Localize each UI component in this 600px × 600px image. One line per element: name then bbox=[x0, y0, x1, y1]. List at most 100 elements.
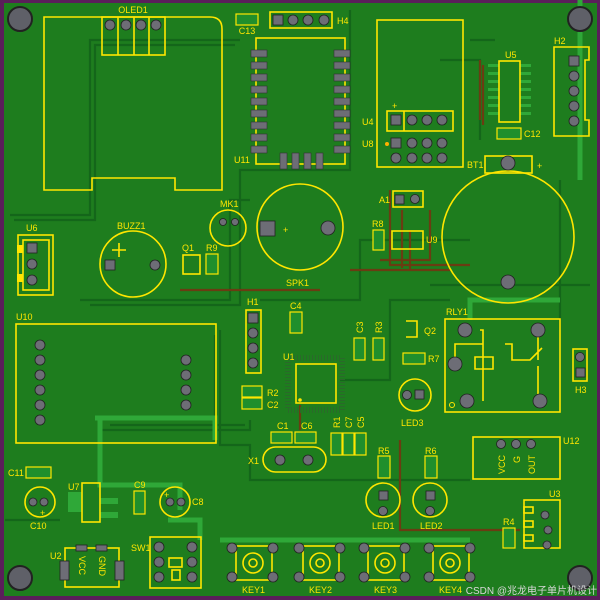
component-r2[interactable]: R2 bbox=[241, 385, 279, 398]
component-r8[interactable]: R8 bbox=[372, 219, 385, 251]
component-q2[interactable]: Q2 bbox=[406, 320, 436, 338]
component-c6[interactable]: C6 bbox=[294, 421, 317, 444]
component-oled1[interactable]: OLED1 bbox=[43, 5, 223, 191]
component-c4[interactable]: C4 bbox=[289, 301, 303, 334]
component-mk1[interactable]: MK1 bbox=[209, 199, 247, 247]
label-sw1: SW1 bbox=[131, 543, 151, 553]
label-key2: KEY2 bbox=[309, 585, 332, 595]
label-u10: U10 bbox=[16, 312, 33, 322]
u2-pin-vcc: VCC bbox=[77, 556, 87, 576]
label-u12: U12 bbox=[563, 436, 580, 446]
component-r5[interactable]: R5 bbox=[377, 446, 391, 479]
component-h1[interactable]: H1 bbox=[245, 297, 262, 374]
component-led1[interactable]: LED1 bbox=[365, 482, 401, 531]
c8-plus-marker: + bbox=[164, 490, 169, 500]
u2-pin-gnd: GND bbox=[97, 556, 107, 577]
label-c1: C1 bbox=[277, 421, 289, 431]
label-spk1: SPK1 bbox=[286, 278, 309, 288]
label-h4: H4 bbox=[337, 16, 349, 26]
u12-pin-out: OUT bbox=[527, 455, 537, 475]
component-h2[interactable]: H2 bbox=[553, 36, 590, 137]
label-q1: Q1 bbox=[182, 243, 194, 253]
label-x1: X1 bbox=[248, 456, 259, 466]
bt1-plus-marker: + bbox=[537, 161, 542, 171]
component-u5[interactable]: U5 bbox=[488, 50, 531, 123]
component-key1[interactable]: KEY1 bbox=[226, 542, 279, 595]
label-u5: U5 bbox=[505, 50, 517, 60]
component-key3[interactable]: KEY3 bbox=[358, 542, 411, 595]
component-c5[interactable]: C5 bbox=[354, 416, 367, 456]
component-u12[interactable]: VCC G OUT U12 bbox=[472, 436, 580, 480]
component-r4[interactable]: R4 bbox=[502, 517, 516, 549]
label-bt1: BT1 bbox=[467, 160, 484, 170]
label-u1: U1 bbox=[283, 352, 295, 362]
component-q1[interactable]: Q1 bbox=[182, 243, 201, 275]
component-c7[interactable]: C7 bbox=[342, 416, 355, 456]
component-r9[interactable]: R9 bbox=[205, 243, 219, 275]
component-u10[interactable]: U10 bbox=[15, 312, 217, 444]
component-rly1[interactable]: RLY1 bbox=[444, 307, 561, 413]
label-h2: H2 bbox=[554, 36, 566, 46]
component-h3[interactable]: H3 bbox=[572, 348, 588, 395]
label-key4: KEY4 bbox=[439, 585, 462, 595]
label-r1: R1 bbox=[332, 416, 342, 428]
u12-pin-vcc: VCC bbox=[497, 454, 507, 474]
component-c8[interactable]: + C8 bbox=[159, 486, 204, 518]
component-bt1[interactable]: BT1 + bbox=[441, 155, 575, 304]
component-key4[interactable]: KEY4 bbox=[423, 542, 476, 595]
label-h1: H1 bbox=[247, 297, 259, 307]
component-c2[interactable]: C2 bbox=[241, 397, 279, 410]
component-x1[interactable]: X1 bbox=[248, 446, 327, 473]
component-a1[interactable]: A1 bbox=[379, 190, 424, 208]
component-key2[interactable]: KEY2 bbox=[293, 542, 346, 595]
label-q2: Q2 bbox=[424, 326, 436, 336]
component-c1[interactable]: C1 bbox=[270, 421, 293, 444]
component-c3[interactable]: C3 bbox=[353, 321, 366, 361]
component-c13[interactable]: C13 bbox=[235, 13, 259, 36]
component-r6[interactable]: R6 bbox=[424, 446, 438, 479]
label-c4: C4 bbox=[290, 301, 302, 311]
label-c5: C5 bbox=[356, 416, 366, 428]
component-spk1[interactable]: + SPK1 bbox=[256, 183, 344, 288]
label-key3: KEY3 bbox=[374, 585, 397, 595]
label-u2: U2 bbox=[50, 551, 62, 561]
component-u1[interactable]: U1 bbox=[283, 352, 345, 413]
component-c9[interactable]: C9 bbox=[133, 480, 146, 515]
component-u7[interactable]: U7 bbox=[68, 482, 118, 523]
component-led2[interactable]: LED2 bbox=[412, 482, 448, 531]
component-r1[interactable]: R1 bbox=[330, 416, 343, 456]
label-u7: U7 bbox=[68, 482, 80, 492]
component-buzz1[interactable]: BUZZ1 bbox=[99, 221, 167, 298]
spk1-plus-marker: + bbox=[283, 225, 288, 235]
component-u6[interactable]: U6 bbox=[17, 223, 54, 296]
component-u3[interactable]: U3 bbox=[523, 489, 561, 550]
component-c11[interactable]: C11 bbox=[8, 466, 52, 479]
component-c10[interactable]: + C10 bbox=[24, 486, 56, 531]
label-c12: C12 bbox=[524, 129, 541, 139]
label-rly1: RLY1 bbox=[446, 307, 468, 317]
u12-pin-g: G bbox=[512, 456, 522, 463]
label-u9: U9 bbox=[426, 235, 438, 245]
component-u9[interactable]: U9 bbox=[391, 230, 438, 250]
component-sw1[interactable]: SW1 bbox=[131, 536, 202, 589]
component-r7[interactable]: R7 bbox=[402, 352, 440, 365]
label-h3: H3 bbox=[575, 385, 587, 395]
component-c12[interactable]: C12 bbox=[496, 127, 541, 140]
label-c9: C9 bbox=[134, 480, 146, 490]
label-key1: KEY1 bbox=[242, 585, 265, 595]
label-u3: U3 bbox=[549, 489, 561, 499]
component-h4[interactable]: H4 bbox=[269, 11, 349, 29]
component-r3[interactable]: R3 bbox=[372, 321, 385, 361]
label-led3: LED3 bbox=[401, 418, 424, 428]
component-u4-u8[interactable]: + U4 U8 bbox=[362, 19, 464, 168]
component-u11[interactable]: U11 bbox=[234, 37, 351, 170]
label-c13: C13 bbox=[239, 26, 256, 36]
label-led1: LED1 bbox=[372, 521, 395, 531]
label-a1: A1 bbox=[379, 195, 390, 205]
component-u2[interactable]: VCC GND U2 bbox=[50, 544, 125, 588]
component-led3[interactable]: LED3 bbox=[398, 378, 432, 428]
label-c10: C10 bbox=[30, 521, 47, 531]
watermark: CSDN @兆龙电子单片机设计 bbox=[466, 584, 597, 597]
label-r4: R4 bbox=[503, 517, 515, 527]
